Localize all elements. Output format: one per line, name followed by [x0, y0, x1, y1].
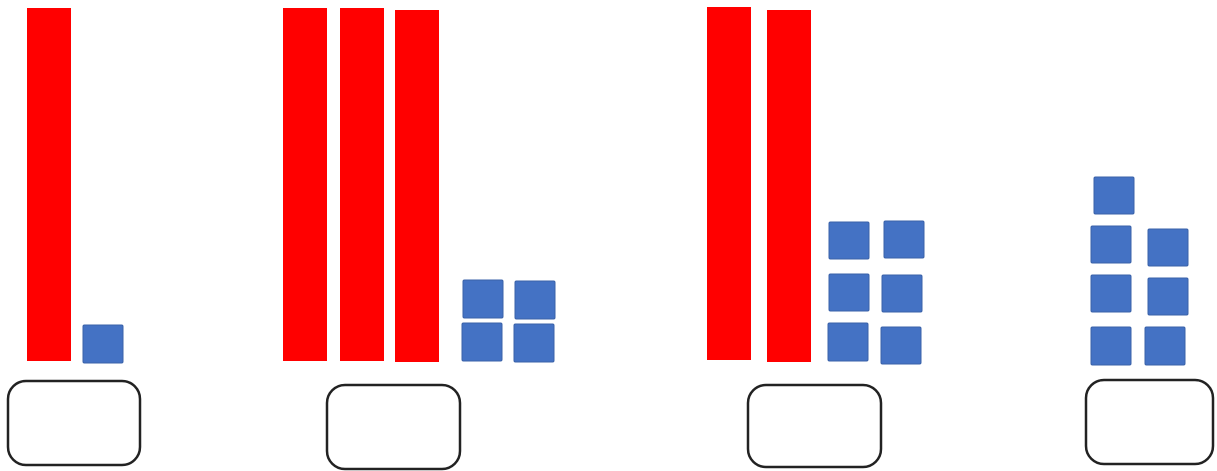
ones-cube: [1148, 229, 1188, 266]
problem-group-4: [1086, 177, 1213, 464]
ones-cube: [462, 323, 502, 361]
problem-group-1: [8, 8, 140, 465]
tens-rod: [707, 7, 751, 360]
problem-group-3: [707, 7, 924, 467]
ones-cube: [515, 281, 555, 319]
ones-cube: [884, 221, 924, 258]
answer-box[interactable]: [748, 385, 881, 467]
ones-cube: [1091, 327, 1131, 365]
tens-rod: [340, 8, 384, 361]
ones-cube: [1091, 275, 1131, 312]
ones-cube: [881, 327, 921, 364]
ones-cube: [882, 275, 922, 312]
tens-rod: [283, 8, 327, 361]
ones-cube: [463, 280, 503, 318]
ones-cube: [83, 325, 123, 363]
ones-cube: [1091, 226, 1131, 263]
tens-rod: [395, 10, 439, 362]
answer-box[interactable]: [1086, 380, 1213, 464]
ones-cube: [514, 324, 554, 362]
tens-rod: [767, 10, 811, 362]
ones-cube: [828, 323, 868, 361]
tens-rod: [27, 8, 71, 361]
answer-box[interactable]: [8, 381, 140, 465]
answer-box[interactable]: [327, 385, 460, 469]
problem-group-2: [283, 8, 555, 469]
ones-cube: [1148, 278, 1188, 315]
ones-cube: [829, 222, 869, 259]
ones-cube: [1145, 327, 1185, 365]
ones-cube: [829, 274, 869, 311]
ones-cube: [1094, 177, 1134, 214]
